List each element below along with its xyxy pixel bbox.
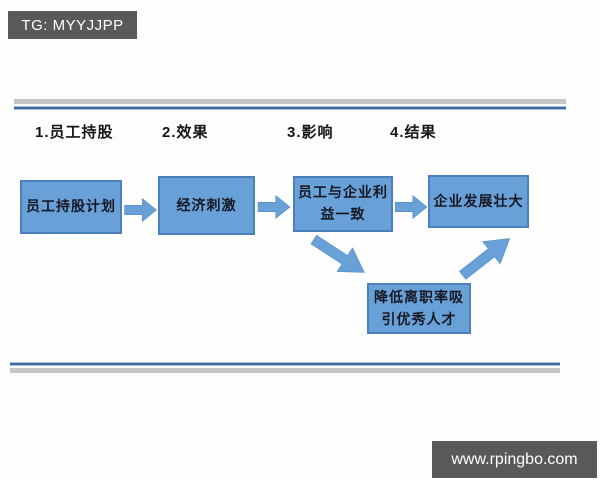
node-enterprise-growth: 企业发展壮大 (428, 175, 529, 228)
down-right-arrow-icon (310, 234, 365, 273)
right-arrow-icon (124, 198, 157, 222)
right-arrow-icon (257, 195, 291, 219)
right-arrow-icon (395, 195, 427, 219)
node-talent-retention: 降低离职率吸 引优秀人才 (367, 283, 471, 334)
node-economic-incentive: 经济刺激 (158, 176, 255, 235)
site-watermark-bar: www.rpingbo.com (432, 441, 597, 478)
bottom-divider (10, 362, 560, 373)
column-header-employee-stock: 1.员工持股 (35, 124, 114, 141)
top-divider-gray-rule (14, 99, 566, 104)
column-header-result: 4.结果 (390, 124, 437, 141)
node-esop-plan: 员工持股计划 (20, 180, 122, 234)
bottom-divider-blue-rule (10, 362, 560, 366)
column-header-effect: 2.效果 (162, 124, 209, 141)
column-header-impact: 3.影响 (287, 124, 334, 141)
node-interest-alignment: 员工与企业利 益一致 (293, 176, 393, 232)
bottom-divider-gray-rule (10, 368, 560, 373)
top-divider-blue-rule (14, 106, 566, 110)
tg-watermark-bar: TG: MYYJJPP (8, 11, 137, 39)
top-divider (14, 99, 566, 110)
up-right-arrow-icon (458, 238, 511, 280)
